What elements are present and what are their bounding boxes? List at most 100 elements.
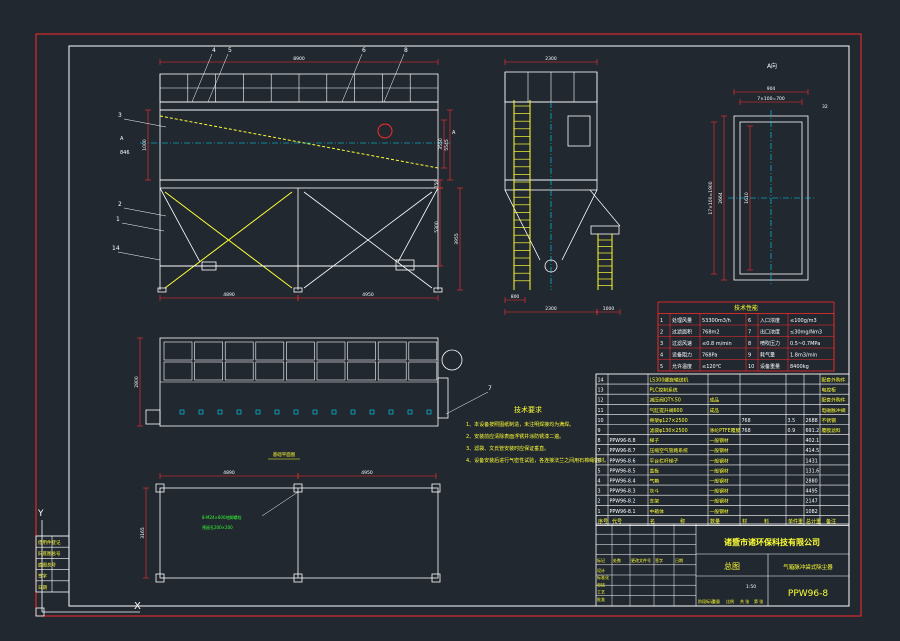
perf-cell: 9 <box>748 353 751 359</box>
title-label: 批准 <box>597 596 605 602</box>
plan-filter-cell <box>316 341 346 361</box>
parts-cell: 3.5 <box>788 418 796 424</box>
title-label: 审核 <box>597 581 605 587</box>
section-label: A <box>120 136 124 142</box>
callout-number: 6 <box>362 47 366 54</box>
plan-filter-cell <box>194 341 223 361</box>
parts-cell: 14 <box>598 378 604 384</box>
plan-filter-cell <box>286 341 315 361</box>
front-dim-left-h-label: 3955 <box>454 233 460 245</box>
parts-cell: 不锈钢 <box>822 417 837 424</box>
plan-dim-label: 2800 <box>134 376 140 388</box>
parts-cell: 7 <box>598 448 601 454</box>
parts-cell: 13 <box>598 388 604 394</box>
brace-2 <box>164 191 293 289</box>
plan-filter-cell <box>163 361 193 381</box>
foundation-dim-h-label: 3165 <box>140 527 146 539</box>
foundation-pier <box>155 573 165 583</box>
title-product: 气箱脉冲袋式除尘器 <box>783 563 833 571</box>
perf-cell: 3 <box>660 341 663 347</box>
foundation-dim-left-label: 4890 <box>223 470 235 476</box>
parts-cell: 402.1 <box>806 438 820 444</box>
parts-cell: 气箱 <box>650 478 660 485</box>
parts-cell: 配套外购件 <box>822 397 846 404</box>
axis-x-label: X <box>134 601 141 612</box>
outer-border <box>35 33 862 617</box>
perf-cell: ≤0.8 m/min <box>702 341 732 347</box>
perf-cell: ≤100g/m3 <box>790 318 817 324</box>
callout-number: 3 <box>118 112 122 119</box>
parts-cell: 一般钢材 <box>710 498 729 505</box>
front-dim-upper-label: 3550 <box>438 138 444 150</box>
parts-cell: 成品 <box>710 397 720 404</box>
plan-bolt <box>388 409 394 415</box>
parts-cell: 气缸提升阀600 <box>650 407 683 414</box>
section-dim-d4-label: 17×100=1900 <box>708 181 714 214</box>
parts-cell: PPW96-8.2 <box>610 499 636 505</box>
parts-cell: 2880 <box>806 479 818 485</box>
parts-cell: 减压阀QTY-50 <box>650 397 681 404</box>
left-strip-label: 借用件登记 <box>38 539 61 546</box>
tech-req-item: 4、设备安装后进行气密性试验，各连接法兰之间用石棉绳密封。 <box>466 457 609 464</box>
foundation-title: 基础平面图 <box>273 451 296 458</box>
perf-cell: 设备重量 <box>760 363 780 370</box>
left-strip-label: 签字 <box>38 573 47 580</box>
upper-box <box>159 101 439 111</box>
foundation-frame <box>159 487 439 579</box>
front-dim-d1-label: 1000 <box>142 139 148 151</box>
plan-filter-cell <box>255 361 285 381</box>
title-label: 第 张 <box>754 598 763 604</box>
parts-cell: 4 <box>598 479 601 485</box>
plan-bolt <box>312 409 318 415</box>
parts-header-cell: 名 <box>650 518 655 525</box>
parts-header-cell: 代号 <box>612 518 622 525</box>
plan-filter-cell <box>163 341 193 361</box>
title-label: 比例 <box>726 598 734 604</box>
tech-req-item: 2、安装前应清除表面浮锈并涂防锈漆二遍。 <box>466 433 564 440</box>
perf-cell: 设备阻力 <box>672 352 692 359</box>
casing <box>159 109 439 181</box>
parts-cell: 10 <box>598 418 604 424</box>
perf-cell: 5 <box>660 364 663 370</box>
section-dim: 846 <box>120 150 130 156</box>
parts-cell: 一般钢材 <box>710 447 729 454</box>
parts-cell: 3 <box>598 489 601 495</box>
perf-cell: 8 <box>748 341 751 347</box>
foot <box>293 287 303 293</box>
front-dim-total-label: 5545 <box>444 139 450 151</box>
parts-cell: PPW96-8.4 <box>610 479 636 485</box>
parts-cell: 一般钢材 <box>710 508 729 515</box>
parts-cell: 2147 <box>806 499 818 505</box>
tech-req-item: 1、本设备按照图纸制造，未注明焊接均为满焊。 <box>466 421 574 428</box>
perf-cell: ≤30mg/Nm3 <box>790 330 822 336</box>
brace-4 <box>303 191 433 289</box>
parts-cell: PPW96-8.5 <box>610 468 636 474</box>
foundation-pier <box>431 573 441 583</box>
callout-number: 5 <box>228 47 232 54</box>
plan-filter-cell <box>377 361 407 381</box>
callout-leader <box>121 222 165 232</box>
perf-cell: 1 <box>660 318 663 324</box>
tech-req-item: 3、滤袋、文氏管安装时应保证垂直。 <box>466 445 549 452</box>
parts-cell: 灰斗 <box>650 488 660 495</box>
plan-bolt <box>331 409 337 415</box>
title-scale: 1:50 <box>746 584 756 590</box>
stair-incline <box>589 189 621 227</box>
callout-leader <box>117 251 161 261</box>
hopper-top <box>159 179 439 189</box>
title-drawing: 总图 <box>724 561 740 571</box>
plan-filter-cell <box>224 361 254 381</box>
perf-cell: 耗气量 <box>760 352 775 359</box>
parts-cell: 压缩空气管路系统 <box>650 447 689 454</box>
plan-filter-cell <box>377 341 407 361</box>
parts-cell: 6 <box>598 458 601 464</box>
parts-cell: 131.6 <box>806 468 820 474</box>
title-label: 标记 <box>597 557 605 563</box>
callout-leader <box>341 53 363 103</box>
perf-cell: 768m2 <box>702 330 720 336</box>
callout-leader <box>123 207 167 217</box>
parts-cell: 1431 <box>806 458 818 464</box>
